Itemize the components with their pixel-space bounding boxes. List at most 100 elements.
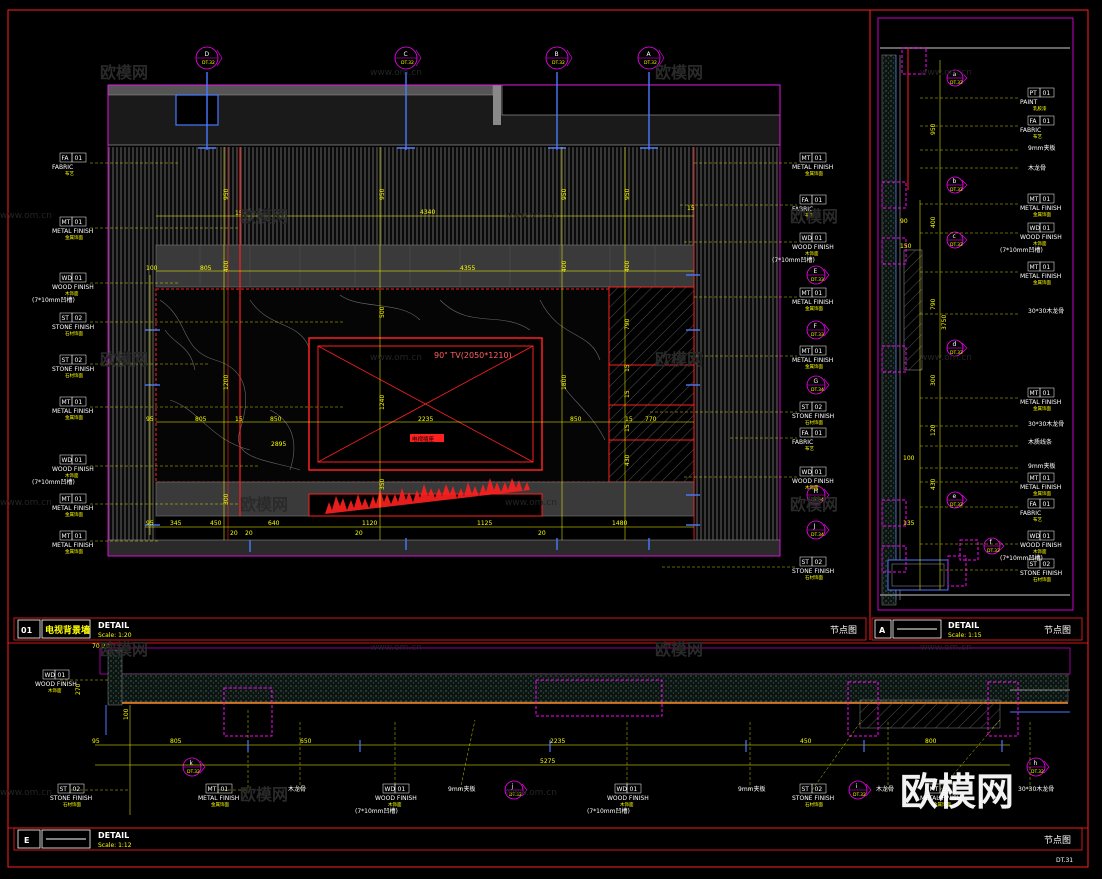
svg-text:01: 01 xyxy=(630,786,638,793)
svg-text:MT: MT xyxy=(930,786,939,793)
svg-text:15: 15 xyxy=(624,424,631,432)
svg-text:300: 300 xyxy=(223,493,230,505)
svg-text:90: 90 xyxy=(900,218,908,225)
leader-lines xyxy=(90,162,797,568)
svg-text:430: 430 xyxy=(930,478,937,490)
svg-text:01: 01 xyxy=(75,155,83,162)
svg-text:790: 790 xyxy=(624,318,631,330)
svg-text:FABRIC: FABRIC xyxy=(52,164,73,171)
svg-text:金属饰面: 金属饰面 xyxy=(933,801,951,808)
svg-text:MT: MT xyxy=(62,496,71,503)
svg-text:www.om.cn: www.om.cn xyxy=(920,68,972,78)
svg-text:METAL FINISH: METAL FINISH xyxy=(52,228,93,235)
svg-text:9mm夹板: 9mm夹板 xyxy=(1028,144,1056,152)
svg-text:01: 01 xyxy=(815,430,823,437)
svg-text:f: f xyxy=(990,539,993,546)
svg-text:FABRIC: FABRIC xyxy=(1020,510,1041,517)
svg-text:A: A xyxy=(647,51,652,58)
svg-text:www.om.cn: www.om.cn xyxy=(0,211,52,221)
svg-text:d: d xyxy=(953,341,957,348)
svg-text:850: 850 xyxy=(570,416,582,423)
bottom-section xyxy=(7,642,1089,829)
svg-text:01: 01 xyxy=(1043,264,1051,271)
material-label: 30*30木龙骨 xyxy=(1028,420,1064,428)
svg-text:欧模网: 欧模网 xyxy=(100,350,148,369)
svg-text:MT: MT xyxy=(62,219,71,226)
svg-text:欧模网: 欧模网 xyxy=(240,785,288,804)
svg-text:100: 100 xyxy=(903,455,915,462)
svg-text:350: 350 xyxy=(379,478,386,490)
svg-text:15: 15 xyxy=(235,416,243,423)
svg-text:70: 70 xyxy=(92,643,100,650)
svg-text:DT.32: DT.32 xyxy=(950,350,963,356)
svg-text:01: 01 xyxy=(75,275,83,282)
dimensions-main: 4340 100 805 15 4355 15 95 805 15 850 22… xyxy=(146,188,695,537)
svg-text:欧模网: 欧模网 xyxy=(655,640,703,659)
svg-text:(7*10mm凹槽): (7*10mm凹槽) xyxy=(32,478,75,486)
svg-text:MT: MT xyxy=(802,155,811,162)
svg-text:01: 01 xyxy=(815,348,823,355)
svg-text:欧模网: 欧模网 xyxy=(240,207,288,226)
svg-text:金属饰面: 金属饰面 xyxy=(1033,490,1051,497)
svg-text:(7*10mm凹槽): (7*10mm凹槽) xyxy=(1000,246,1043,254)
svg-text:金属饰面: 金属饰面 xyxy=(805,305,823,312)
svg-text:30*30木龙骨: 30*30木龙骨 xyxy=(1028,307,1064,315)
svg-text:布艺: 布艺 xyxy=(1033,133,1042,140)
section-marker: EDT.33 xyxy=(806,265,830,285)
svg-text:(7*10mm凹槽): (7*10mm凹槽) xyxy=(1000,554,1043,562)
svg-text:D: D xyxy=(205,51,210,58)
svg-text:30*30木龙骨: 30*30木龙骨 xyxy=(1028,420,1064,428)
svg-text:木饰面: 木饰面 xyxy=(805,250,819,257)
svg-text:STONE FINISH: STONE FINISH xyxy=(1020,570,1062,577)
section-marker: aDT.32 xyxy=(946,69,968,87)
title-bar-side: A DETAIL Scale: 1:15 节点图 xyxy=(871,617,1083,641)
svg-text:METAL FINISH: METAL FINISH xyxy=(198,795,239,802)
svg-text:02: 02 xyxy=(815,559,823,566)
svg-text:WOOD FINISH: WOOD FINISH xyxy=(52,284,94,291)
svg-text:金属饰面: 金属饰面 xyxy=(211,801,229,808)
svg-text:FABRIC: FABRIC xyxy=(1020,127,1041,134)
svg-text:MT: MT xyxy=(1030,475,1039,482)
material-label: 木龙骨 xyxy=(288,785,306,793)
svg-text:WD: WD xyxy=(45,672,56,679)
svg-text:640: 640 xyxy=(268,520,280,527)
svg-text:345: 345 xyxy=(170,520,182,527)
svg-text:02: 02 xyxy=(815,786,823,793)
svg-text:950: 950 xyxy=(561,188,568,200)
svg-text:PT: PT xyxy=(1030,90,1038,97)
svg-text:WOOD FINISH: WOOD FINISH xyxy=(1020,234,1062,241)
svg-text:石材饰面: 石材饰面 xyxy=(1033,576,1051,583)
svg-text:4340: 4340 xyxy=(420,209,435,216)
material-label: 9mm夹板 xyxy=(448,785,476,793)
svg-text:欧模网: 欧模网 xyxy=(655,350,703,369)
section-marker: cDT.32 xyxy=(946,231,968,249)
title-bar-bottom: E DETAIL Scale: 1:12 节点图 xyxy=(13,827,1083,851)
svg-text:木龙骨: 木龙骨 xyxy=(288,785,306,793)
svg-text:DETAIL: DETAIL xyxy=(98,831,129,840)
svg-text:METAL FINISH: METAL FINISH xyxy=(792,357,833,364)
svg-text:WOOD FINISH: WOOD FINISH xyxy=(792,244,834,251)
svg-text:木饰面: 木饰面 xyxy=(1033,240,1047,247)
svg-text:DT.32: DT.32 xyxy=(950,187,963,193)
material-label: 30*30木龙骨 xyxy=(1018,785,1054,793)
svg-text:95: 95 xyxy=(146,416,154,423)
svg-text:DT.32: DT.32 xyxy=(950,80,963,86)
svg-text:805: 805 xyxy=(170,738,182,745)
svg-text:1480: 1480 xyxy=(612,520,627,527)
svg-text:E: E xyxy=(24,836,29,845)
svg-text:i: i xyxy=(856,783,858,790)
brand-logo: 欧模网 xyxy=(900,770,1014,814)
svg-text:WD: WD xyxy=(62,457,73,464)
svg-text:800: 800 xyxy=(925,738,937,745)
